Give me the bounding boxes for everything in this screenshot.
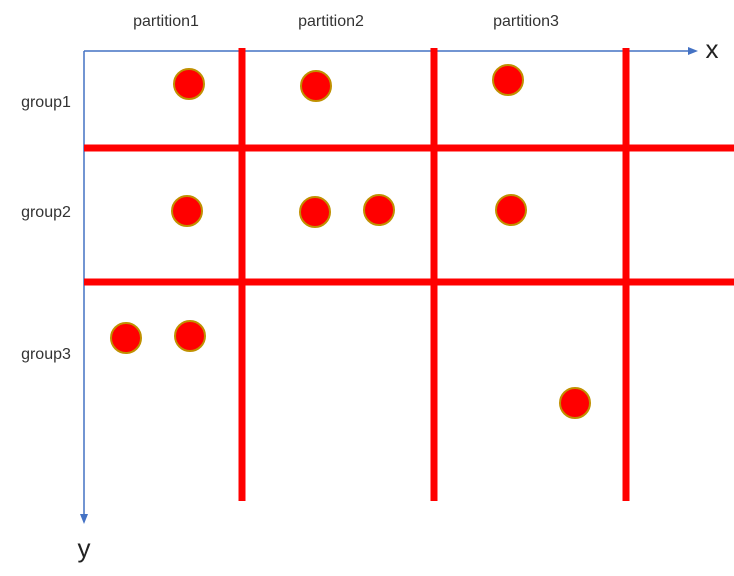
point-partition3-group2 <box>495 194 527 226</box>
group-label-2: group2 <box>21 204 71 221</box>
point-partition2-group2-b <box>363 194 395 226</box>
point-partition2-group1 <box>300 70 332 102</box>
partition-label-3: partition3 <box>493 13 559 30</box>
partition-label-2: partition2 <box>298 13 364 30</box>
group-label-1: group1 <box>21 94 71 111</box>
point-partition3-group1 <box>492 64 524 96</box>
point-partition3-group3 <box>559 387 591 419</box>
point-partition1-group1 <box>173 68 205 100</box>
point-partition1-group3-b <box>174 320 206 352</box>
group-label-3: group3 <box>21 346 71 363</box>
y-axis-label: y <box>78 533 91 563</box>
points-layer <box>110 64 591 419</box>
point-partition1-group2 <box>171 195 203 227</box>
partition-label-1: partition1 <box>133 13 199 30</box>
point-partition1-group3-a <box>110 322 142 354</box>
point-partition2-group2-a <box>299 196 331 228</box>
x-axis-label: x <box>706 34 719 64</box>
